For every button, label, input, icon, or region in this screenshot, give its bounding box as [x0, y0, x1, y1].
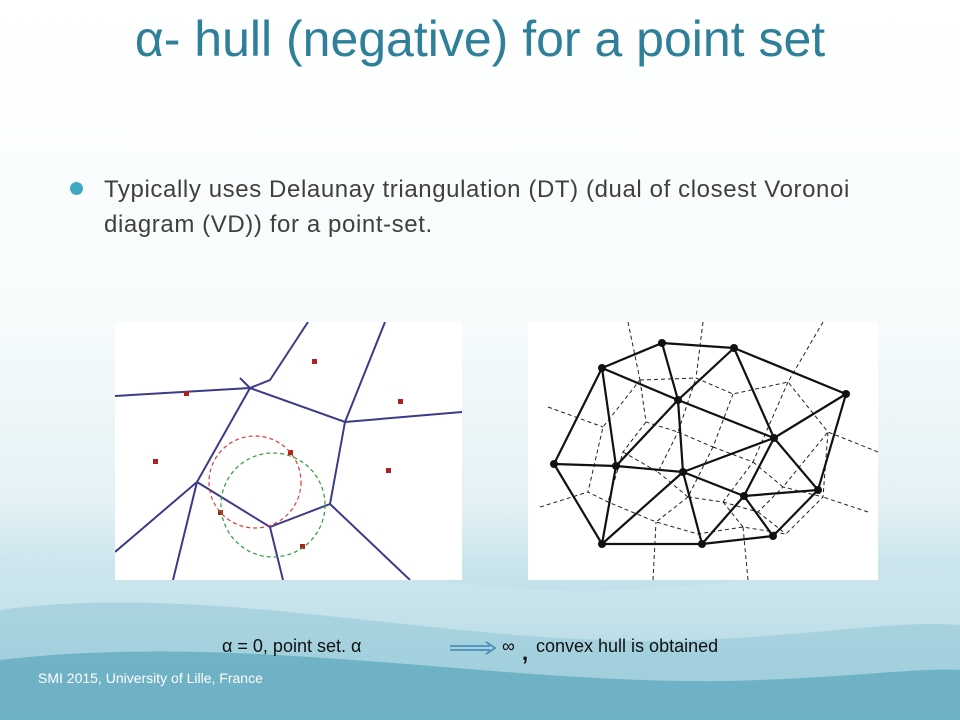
delaunay-edge [681, 471, 704, 545]
delaunay-edge [600, 465, 618, 545]
bullet-text: Typically uses Delaunay triangulation (D… [104, 176, 850, 238]
delaunay-edge [676, 399, 685, 473]
delaunay-edge [601, 366, 679, 402]
voronoi-dashed-edge [655, 496, 689, 523]
delaunay-edge [773, 393, 847, 439]
delaunay-edge [601, 471, 684, 545]
site-point [288, 450, 293, 455]
delaunay-edge [660, 342, 680, 401]
voronoi-dashed-edge [757, 511, 787, 535]
voronoi-diagram-svg [115, 322, 462, 580]
voronoi-dashed-edge [639, 377, 697, 433]
delaunay-vertex [598, 540, 606, 548]
voronoi-edge [196, 481, 284, 580]
site-point [386, 468, 391, 473]
slide-title: α- hull (negative) for a point set [134, 11, 826, 67]
delaunay-edge [743, 495, 774, 537]
delaunay-vertex [730, 344, 738, 352]
delaunay-diagram [528, 322, 878, 580]
site-point [398, 399, 403, 404]
voronoi-dashed-edge [652, 521, 657, 580]
caption-left: α = 0, point set. α [222, 636, 362, 656]
delaunay-edge [553, 462, 617, 468]
delaunay-vertex [679, 468, 687, 476]
delaunay-vertex [842, 390, 850, 398]
delaunay-vertices [550, 339, 850, 548]
footer-text: SMI 2015, University of Lille, France [38, 670, 263, 686]
delaunay-vertex [674, 396, 682, 404]
right-arrow-icon [450, 641, 497, 655]
voronoi-edge [172, 481, 198, 580]
voronoi-edge [115, 322, 309, 397]
caption: α = 0, point set. α ∞ , convex hull is o… [0, 636, 960, 665]
voronoi-dashed-edge [547, 406, 604, 428]
bullet-list: Typically uses Delaunay triangulation (D… [70, 172, 890, 242]
delaunay-vertex [769, 532, 777, 540]
delaunay-edges [552, 341, 848, 546]
delaunay-vertex [550, 460, 558, 468]
voronoi-edge [239, 377, 251, 389]
site-point [300, 544, 305, 549]
voronoi-edge [115, 387, 251, 553]
voronoi-dashed-edge [677, 393, 734, 448]
caption-comma: , [522, 640, 529, 665]
bullet-dot-icon [70, 182, 83, 195]
voronoi-dashed-edge [722, 501, 744, 528]
voronoi-edges [115, 322, 462, 580]
delaunay-diagram-svg [539, 322, 878, 580]
delaunay-edge [600, 367, 618, 467]
delaunay-vertex [814, 486, 822, 494]
voronoi-dashed-edge [622, 431, 679, 473]
voronoi-dashed-edge [695, 322, 704, 379]
delaunay-vertex [658, 339, 666, 347]
voronoi-dashed-edge [712, 381, 789, 463]
delaunay-edge [743, 488, 819, 498]
voronoi-dashed-edge [587, 377, 829, 535]
delaunay-vertex [740, 492, 748, 500]
site-point [218, 510, 223, 515]
delaunay-vertex [698, 540, 706, 548]
voronoi-dashed-edge [607, 421, 647, 503]
delaunay-vertex [612, 462, 620, 470]
delaunay-vertex [598, 364, 606, 372]
voronoi-dashed-edge [827, 431, 878, 453]
empty-circle-green [220, 452, 326, 558]
voronoi-edge [249, 322, 386, 424]
voronoi-dashed-edge [539, 491, 589, 508]
site-point [312, 359, 317, 364]
delaunay-edge [701, 495, 745, 545]
delaunay-edge [732, 347, 776, 439]
site-points [153, 359, 403, 549]
voronoi-diagram [115, 322, 462, 580]
site-point [153, 459, 158, 464]
delaunay-edge [677, 398, 775, 440]
voronoi-edge [344, 411, 462, 423]
delaunay-edge [743, 437, 775, 497]
delaunay-edge [615, 464, 684, 474]
delaunay-vertex [770, 434, 778, 442]
delaunay-edge [773, 437, 819, 491]
voronoi-edge [269, 421, 346, 528]
empty-circle-red [208, 435, 302, 529]
delaunay-edge [677, 347, 735, 401]
site-point [184, 391, 189, 396]
delaunay-hull [552, 341, 848, 546]
voronoi-dashed-edges [539, 322, 878, 580]
voronoi-dashed-edge [627, 322, 641, 381]
delaunay-edge [682, 436, 775, 474]
delaunay-edge [682, 470, 745, 498]
voronoi-dashed-edge [822, 496, 869, 513]
voronoi-dashed-edge [752, 431, 829, 488]
voronoi-dashed-edge [742, 526, 749, 580]
caption-infinity: ∞ [502, 636, 515, 656]
caption-right: convex hull is obtained [536, 636, 719, 656]
delaunay-edge [615, 399, 679, 467]
voronoi-edge [329, 503, 411, 580]
